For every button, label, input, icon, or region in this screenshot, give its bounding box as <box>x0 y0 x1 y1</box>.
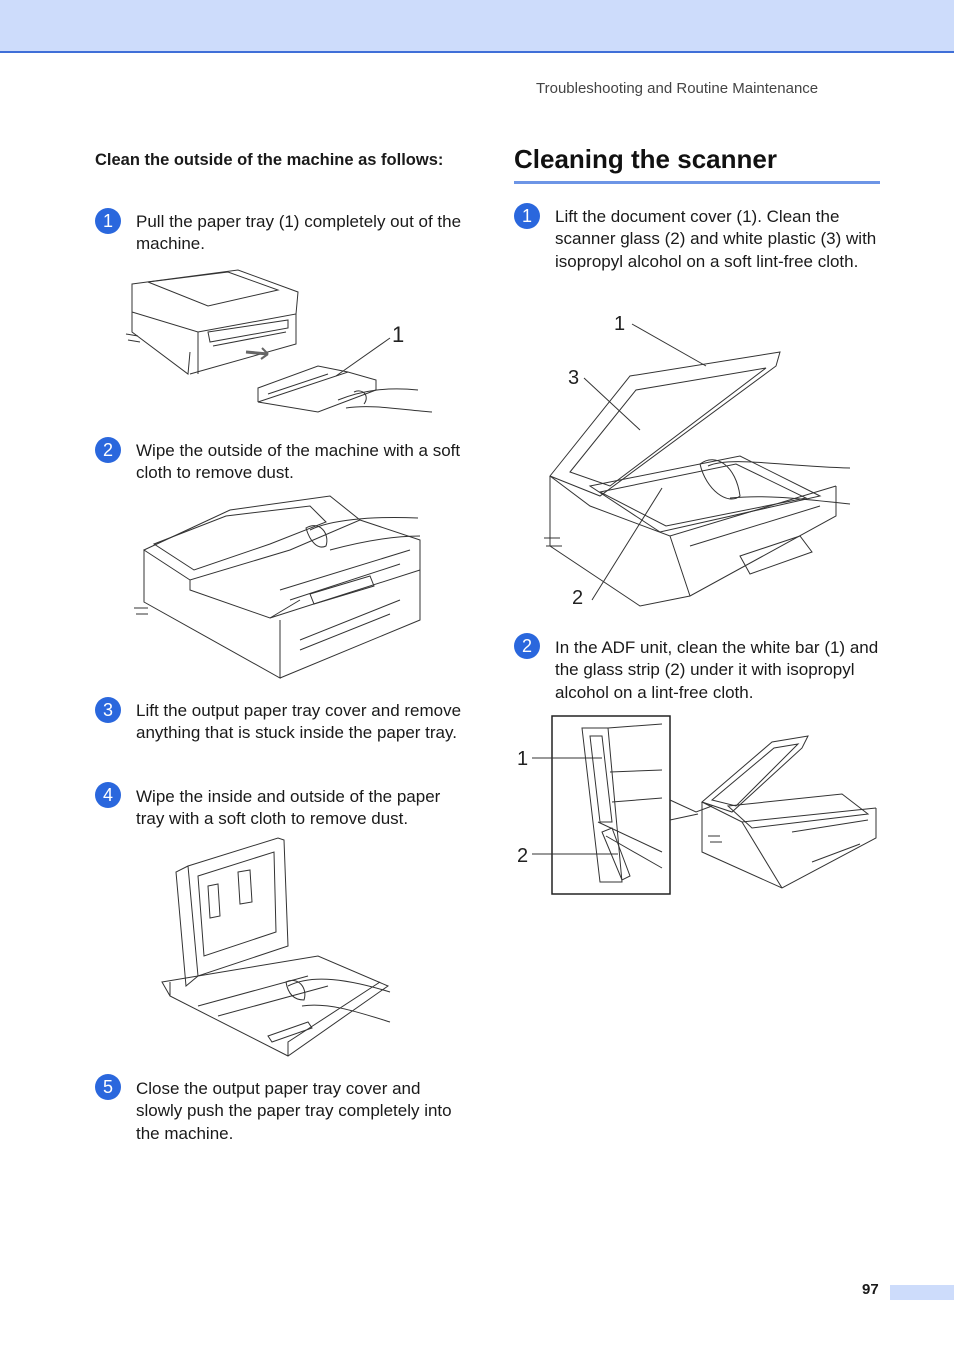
figure-scanner-glass: 1 3 2 <box>544 313 851 609</box>
step-text: Wipe the inside and outside of the paper… <box>136 787 441 829</box>
section-subheading: Clean the outside of the machine as foll… <box>95 151 444 169</box>
step-text: In the ADF unit, clean the white bar (1)… <box>555 638 879 702</box>
step-number-badge: 1 <box>514 203 540 229</box>
footer-band <box>890 1285 954 1300</box>
figure-pull-paper-tray: 1 <box>125 269 433 413</box>
step-number-badge: 1 <box>95 208 121 234</box>
top-band <box>0 0 954 53</box>
figure-wipe-machine <box>134 495 421 679</box>
figure-callout-1: 1 <box>517 748 528 770</box>
step-text: Close the output paper tray cover and sl… <box>136 1079 452 1143</box>
figure-wipe-paper-tray <box>161 837 391 1057</box>
section-heading: Cleaning the scanner <box>514 144 777 174</box>
step-number-badge: 2 <box>514 633 540 659</box>
step-number-badge: 3 <box>95 697 121 723</box>
step-text: Lift the output paper tray cover and rem… <box>136 701 462 743</box>
running-head: Troubleshooting and Routine Maintenance <box>536 80 819 97</box>
figure-callout-2: 2 <box>572 587 583 609</box>
figure-callout-1: 1 <box>392 322 404 347</box>
figure-callout-1: 1 <box>614 313 625 335</box>
figure-adf-unit: 1 2 <box>517 715 877 895</box>
step-number-badge: 2 <box>95 437 121 463</box>
heading-rule <box>514 181 880 184</box>
step-text: Wipe the outside of the machine with a s… <box>136 441 461 483</box>
figure-callout-3: 3 <box>568 367 579 389</box>
step-number-badge: 5 <box>95 1074 121 1100</box>
page-number: 97 <box>862 1281 879 1298</box>
step-number-badge: 4 <box>95 782 121 808</box>
figure-callout-2: 2 <box>517 845 528 867</box>
step-text: Pull the paper tray (1) completely out o… <box>136 212 462 254</box>
step-text: Lift the document cover (1). Clean the s… <box>555 207 877 271</box>
